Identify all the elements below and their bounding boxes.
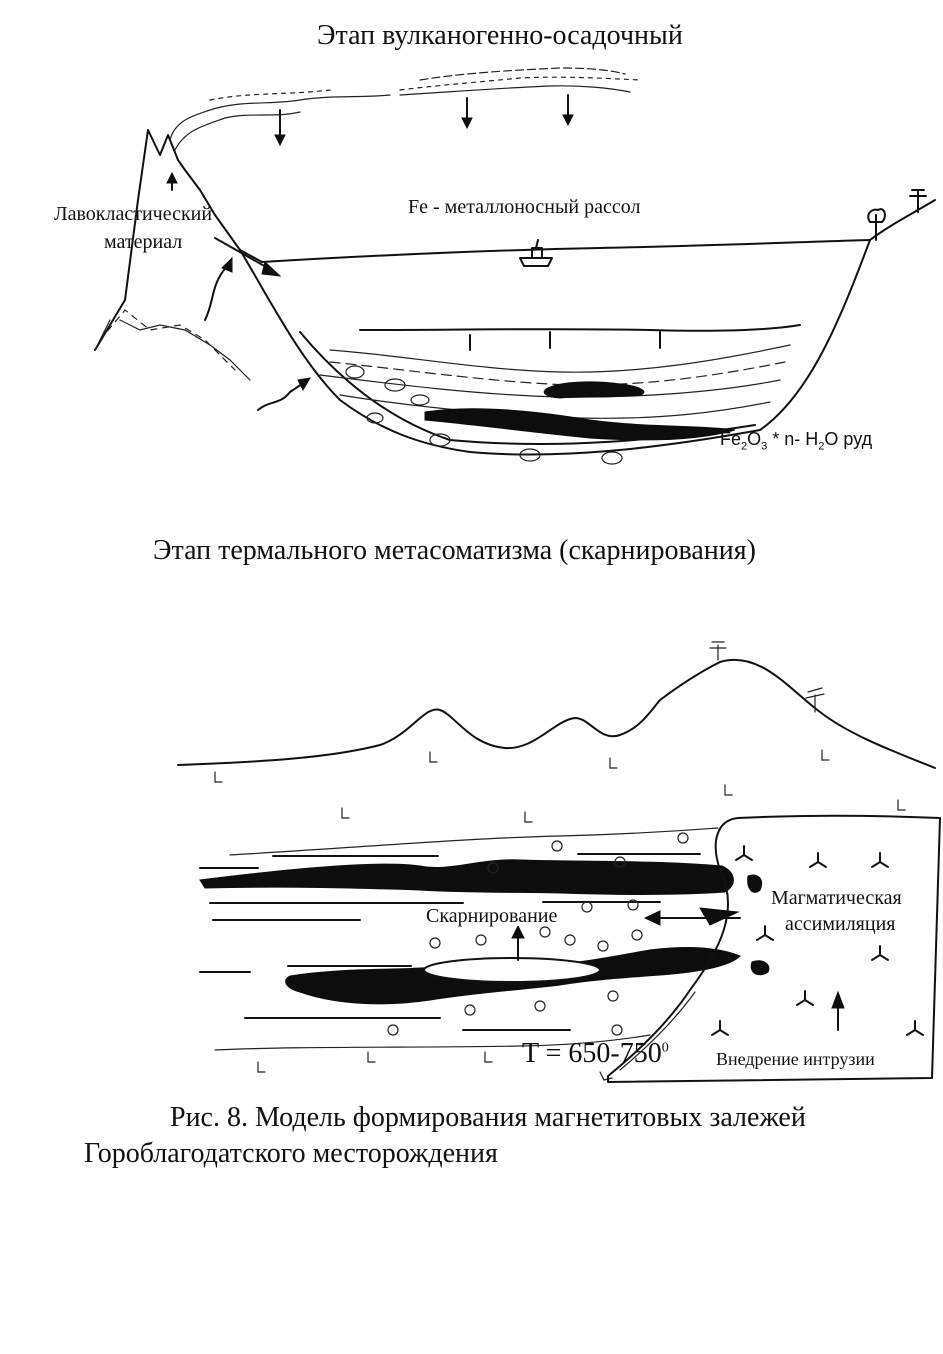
assimilation-label: Магматическая — [771, 887, 902, 909]
lavoclastic-label: Лавокластический — [54, 203, 213, 225]
brine-label: Fe - металлоносный рассол — [408, 196, 641, 218]
figure-caption-line2: Гороблагодатского месторождения — [84, 1138, 498, 1169]
magnetite-body-upper — [199, 859, 734, 895]
mountain-profile — [177, 659, 936, 769]
tree-icon — [867, 208, 886, 241]
ore-lens-lower — [424, 408, 736, 441]
volcanic-sedimentary-diagram — [94, 67, 936, 465]
tree-icon-2 — [909, 189, 927, 213]
fallout-arrows — [166, 94, 574, 191]
intrusion-label: Внедрение интрузии — [716, 1049, 875, 1069]
assimilation-label-2: ассимиляция — [785, 913, 896, 935]
boat-icon — [519, 239, 553, 267]
ore-lens-upper — [543, 381, 645, 399]
ore-formula-label: Fe2O3 * n- H2O руд — [720, 429, 873, 453]
stage1-title: Этап вулканогенно-осадочный — [317, 20, 683, 51]
pebbles — [345, 365, 623, 465]
skarn-label: Скарнирование — [426, 905, 558, 927]
lavoclastic-label-2: материал — [104, 231, 183, 253]
magnetite-body-lower — [285, 947, 741, 1005]
smoke-plume — [169, 94, 391, 141]
volcano-outline — [94, 129, 263, 351]
temperature-label: T = 650-7500 — [522, 1038, 669, 1069]
pebbles-2 — [387, 832, 689, 1036]
figure-caption-line1: Рис. 8. Модель формирования магнетитовых… — [170, 1102, 806, 1133]
strata-lines — [199, 853, 701, 1031]
basin-outline — [239, 199, 936, 456]
intrusion-symbols — [711, 845, 924, 1036]
stage2-title: Этап термального метасоматизма (скарниро… — [153, 535, 756, 566]
